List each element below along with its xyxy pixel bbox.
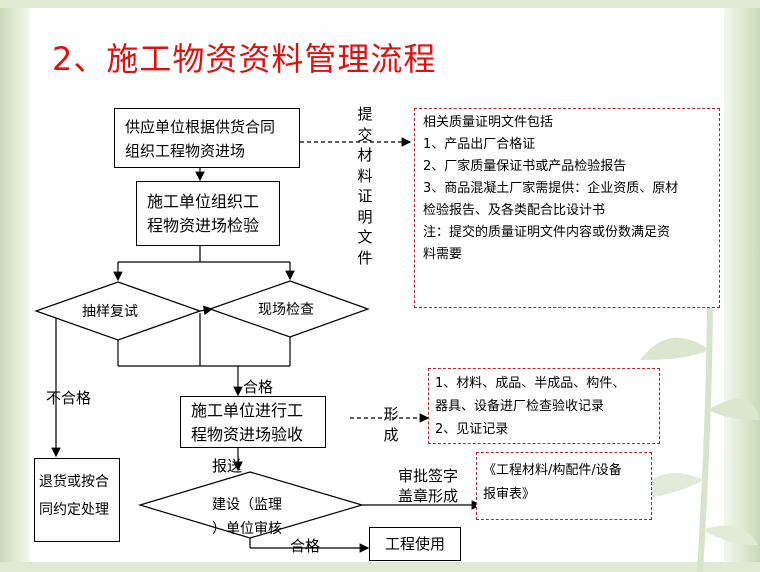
- return-box: 退货或按合 同约定处理: [34, 458, 120, 542]
- submit-char: 交: [357, 125, 373, 144]
- quality-docs-line: 3、商品混凝土厂家需提供：企业资质、原材: [423, 181, 679, 196]
- form-char: 成: [383, 425, 399, 444]
- report-form-note: 《工程材料/构配件/设备 报审表》: [476, 452, 652, 520]
- inspection-line-1: 施工单位组织工: [147, 192, 260, 211]
- right-decorative-border: [724, 0, 760, 572]
- acceptance-line-2: 程物资进场验收: [191, 425, 304, 444]
- records-line: 器具、设备进厂检查验收记录: [435, 399, 605, 414]
- bottom-decorative-border: [0, 562, 760, 572]
- acceptance-box: 施工单位进行工 程物资进场验收: [180, 396, 326, 448]
- return-line-1: 退货或按合: [39, 474, 109, 490]
- submit-char: 件: [357, 248, 373, 267]
- send-label: 报送: [212, 457, 243, 475]
- unqualified-label: 不合格: [46, 389, 92, 407]
- records-line: 2、见证记录: [435, 422, 509, 437]
- review-line-2: ）单位审核: [212, 521, 282, 537]
- project-use-box: 工程使用: [369, 527, 461, 561]
- left-decorative-border: [0, 0, 30, 572]
- quality-docs-note: 相关质量证明文件包括 1、产品出厂合格证 2、厂家质量保证书或产品检验报告 3、…: [414, 108, 720, 308]
- submit-char: 提: [357, 105, 373, 123]
- submit-char: 明: [357, 207, 373, 226]
- records-line: 1、材料、成品、半成品、构件、: [435, 376, 626, 391]
- qualified-label-2: 合格: [290, 537, 321, 555]
- supply-entry-box: 供应单位根据供货合同 组织工程物资进场: [114, 108, 300, 168]
- quality-docs-line: 检验报告、及各类配合比设计书: [423, 203, 606, 218]
- project-use-label: 工程使用: [384, 535, 445, 553]
- approve-label-line-1: 审批签字: [398, 467, 459, 485]
- submit-char: 料: [357, 166, 373, 185]
- qualified-label: 合格: [243, 378, 274, 396]
- review-line-1: 建设（监理: [212, 497, 282, 513]
- approve-label-line-2: 盖章形成: [398, 487, 459, 505]
- return-line-2: 同约定处理: [39, 502, 109, 518]
- report-form-line: 《工程材料/构配件/设备: [483, 463, 622, 478]
- quality-docs-line: 注：提交的质量证明文件内容或份数满足资: [423, 225, 671, 240]
- form-label: 形 成: [382, 404, 400, 445]
- submit-char: 文: [357, 228, 373, 246]
- quality-docs-line: 2、厂家质量保证书或产品检验报告: [423, 159, 627, 174]
- quality-docs-line: 相关质量证明文件包括: [423, 115, 554, 130]
- submit-char: 证: [357, 187, 373, 205]
- submit-char: 材: [357, 146, 373, 164]
- sample-retest-label: 抽样复试: [82, 304, 138, 320]
- site-check-label: 现场检查: [258, 302, 314, 318]
- inspection-line-2: 程物资进场检验: [147, 216, 260, 235]
- page-title: 2、施工物资资料管理流程: [52, 40, 437, 78]
- submit-docs-label: 提 交 材 料 证 明 文 件: [356, 104, 374, 268]
- supply-entry-line-1: 供应单位根据供货合同: [125, 118, 276, 136]
- quality-docs-line: 料需要: [423, 247, 463, 262]
- records-note: 1、材料、成品、半成品、构件、 器具、设备进厂检查验收记录 2、见证记录: [428, 368, 660, 444]
- top-decorative-border: [0, 0, 760, 8]
- form-char: 形: [383, 405, 399, 423]
- supply-entry-line-2: 组织工程物资进场: [125, 142, 246, 160]
- quality-docs-line: 1、产品出厂合格证: [423, 137, 536, 152]
- inspection-box: 施工单位组织工 程物资进场检验: [136, 181, 280, 246]
- report-form-line: 报审表》: [483, 487, 536, 502]
- acceptance-line-1: 施工单位进行工: [191, 401, 304, 420]
